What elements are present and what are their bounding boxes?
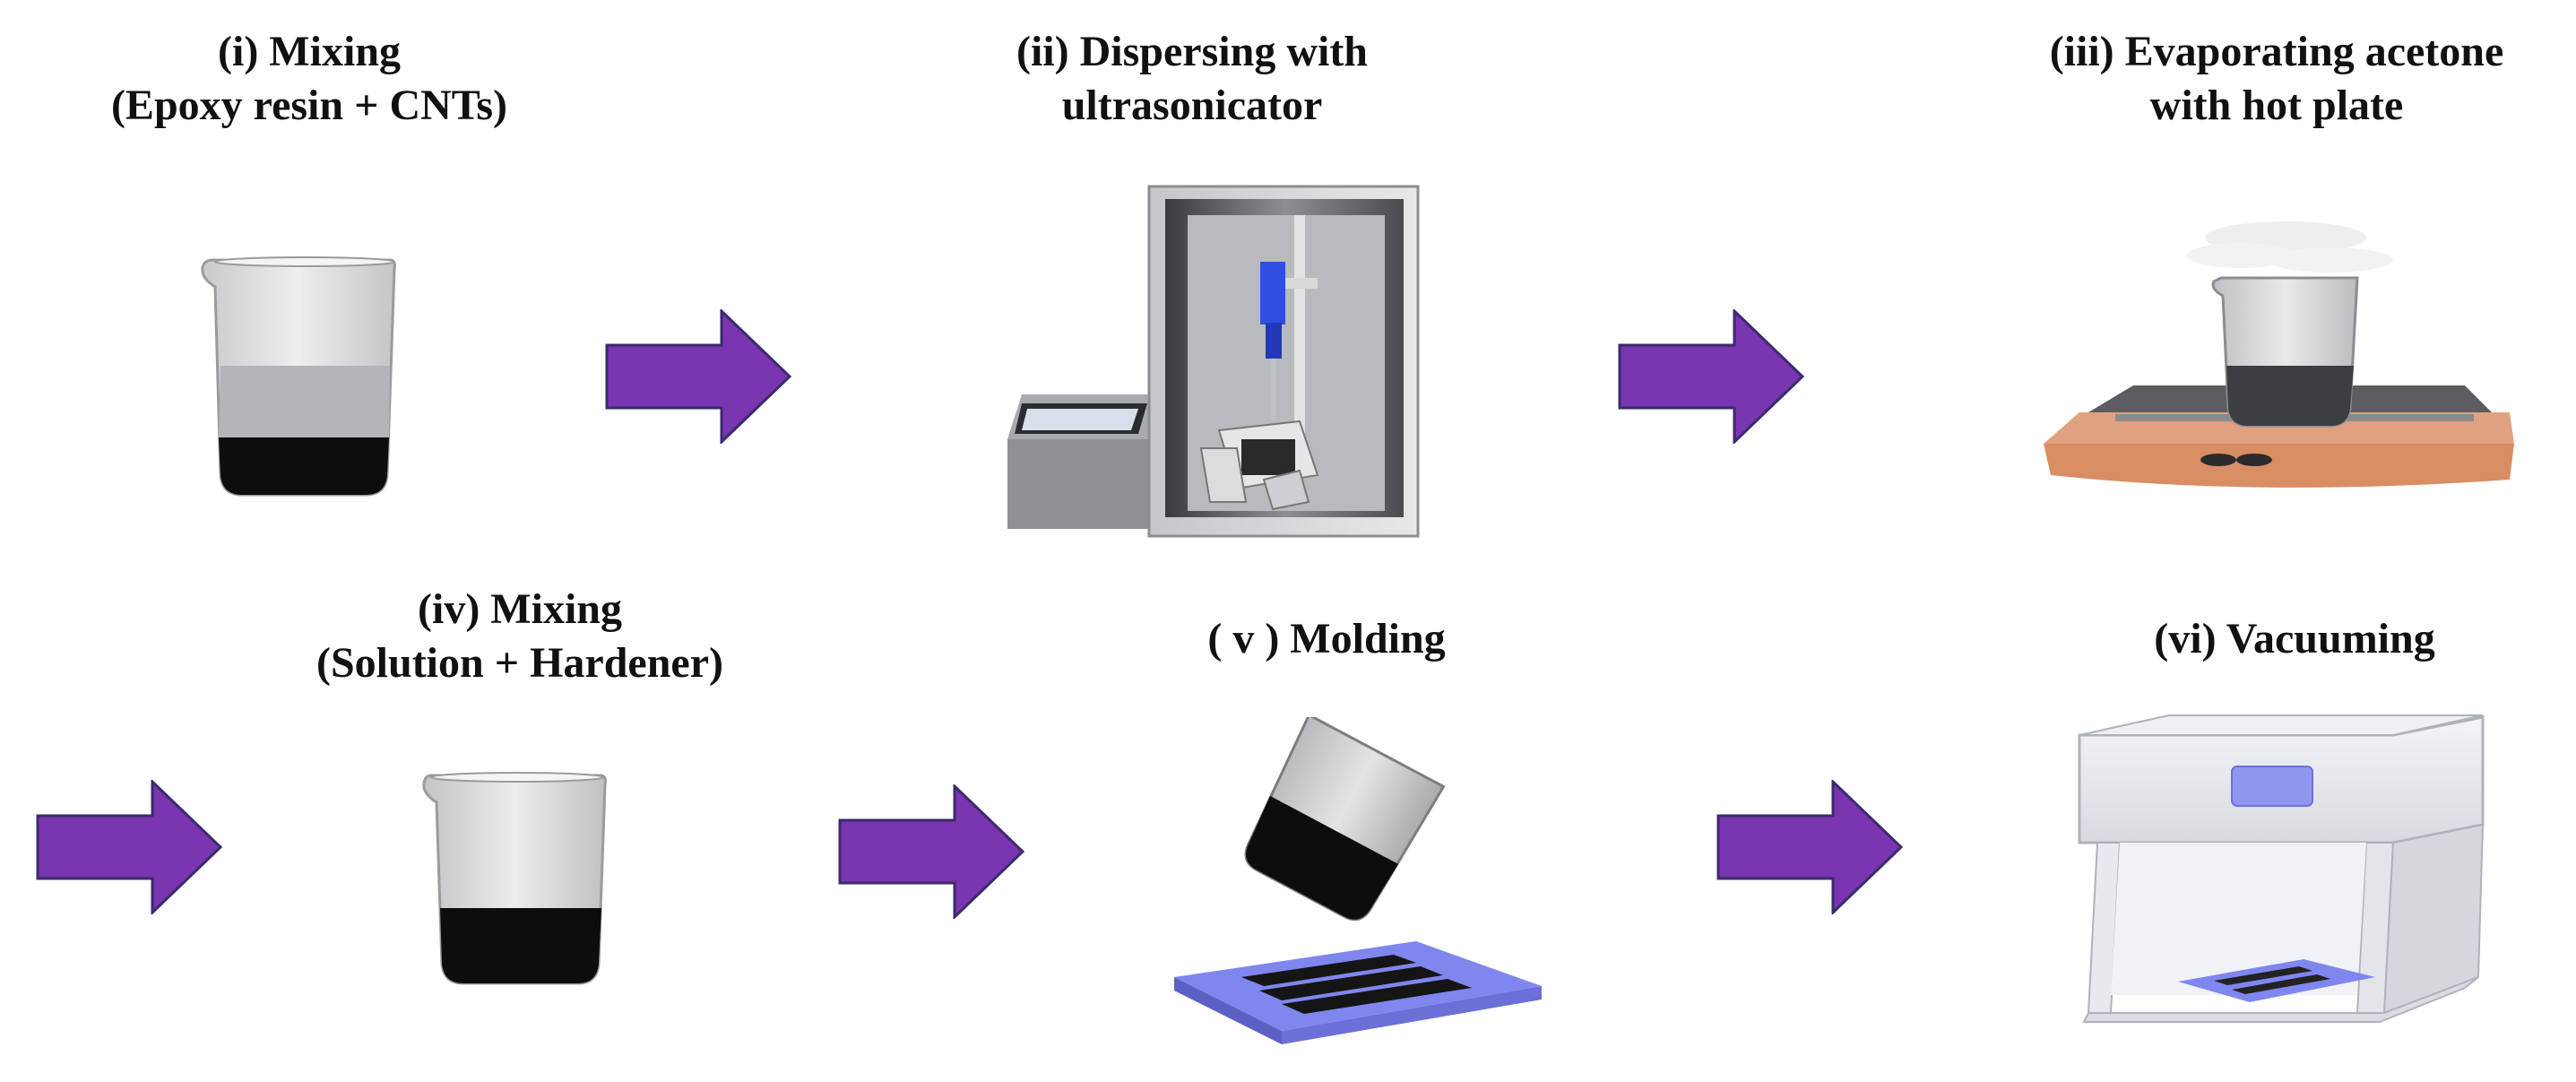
arrow-right-icon	[838, 784, 1025, 919]
step-6-title-line1: (vi) Vacuuming	[2154, 615, 2435, 662]
step-6-title: (vi) Vacuuming	[2053, 612, 2537, 666]
arrow-right-icon	[1716, 780, 1904, 914]
ultrasonicator-icon	[1007, 185, 1420, 538]
step-2-title-line1: (ii) Dispersing with	[1016, 28, 1368, 75]
step-1-title-line1: (i) Mixing	[218, 28, 401, 75]
arrow-right-icon	[36, 780, 223, 914]
step-4-title-line1: (iv) Mixing	[418, 585, 622, 633]
arrow-right-icon	[1618, 309, 1805, 444]
step-5-title: ( v ) Molding	[1102, 612, 1551, 666]
step-1-title-line2: (Epoxy resin + CNTs)	[110, 82, 508, 129]
hot-plate-icon	[2044, 221, 2514, 488]
step-3-title: (iii) Evaporating acetone with hot plate	[1999, 25, 2554, 133]
step-4-title-line2: (Solution + Hardener)	[316, 639, 723, 687]
step-1-title: (i) Mixing (Epoxy resin + CNTs)	[54, 25, 565, 133]
step-2-title: (ii) Dispersing with ultrasonicator	[977, 25, 1407, 133]
beaker-icon	[422, 772, 607, 985]
step-4-title: (iv) Mixing (Solution + Hardener)	[260, 583, 780, 690]
step-2-title-line2: ultrasonicator	[1061, 82, 1323, 129]
arrow-right-icon	[605, 309, 792, 444]
beaker-icon	[201, 256, 396, 497]
vacuum-chamber-icon	[2078, 714, 2485, 1023]
step-3-title-line2: with hot plate	[2149, 82, 2404, 129]
step-3-title-line1: (iii) Evaporating acetone	[2049, 28, 2504, 75]
mold-icon	[1174, 717, 1542, 1044]
step-5-title-line1: ( v ) Molding	[1207, 615, 1446, 662]
